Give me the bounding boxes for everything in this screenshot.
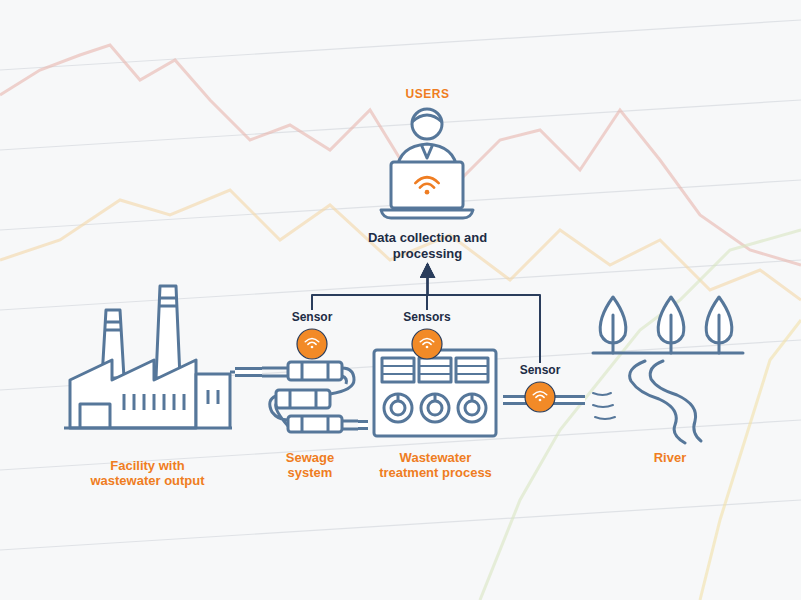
sensor-icon — [295, 327, 329, 361]
sensor-icon — [410, 327, 444, 361]
pipe-connector — [358, 420, 368, 430]
sensor-node: Sensor — [282, 310, 342, 361]
stage-label: Facility with wastewater output — [80, 458, 215, 488]
chart-line — [700, 320, 801, 600]
grid-line — [0, 500, 801, 550]
wifi-dot — [425, 190, 430, 195]
wifi-dot — [539, 399, 542, 402]
sensor-disc — [525, 382, 555, 412]
wifi-dot — [426, 346, 429, 349]
grid-line — [0, 260, 801, 310]
sensor-node: Sensors — [397, 310, 457, 361]
stage-label: Wastewater treatment process — [373, 450, 498, 480]
sensor-icon — [523, 380, 557, 414]
pipe-bore — [235, 370, 262, 374]
treatment-icon — [368, 345, 503, 440]
treatment-unit: Wastewater treatment process — [368, 345, 503, 480]
wifi-symbol — [305, 338, 319, 344]
grid-line — [0, 100, 801, 150]
sensor-label: Sensor — [520, 363, 561, 377]
chart-line — [480, 230, 801, 600]
pipe-connector — [235, 367, 262, 377]
chart-line — [0, 45, 801, 265]
wifi-symbol — [415, 177, 438, 187]
grid-lines — [0, 20, 801, 550]
stage-label: Sewage system — [279, 450, 341, 480]
station-caption: Data collection and processing — [365, 230, 490, 262]
role-heading: USERS — [406, 86, 450, 102]
data-link — [312, 264, 428, 310]
grid-line — [0, 20, 801, 70]
river-scene: River — [585, 285, 755, 465]
stage-label: River — [654, 450, 687, 465]
sensor-disc — [297, 329, 327, 359]
pipe-bore — [358, 423, 368, 427]
facility-icon — [60, 278, 235, 438]
sensor-label: Sensors — [403, 310, 450, 324]
wifi-symbol — [420, 338, 434, 344]
wifi-dot — [311, 346, 314, 349]
sensor-disc — [412, 329, 442, 359]
sensor-label: Sensor — [292, 310, 333, 324]
users-icon — [355, 102, 500, 226]
river-icon — [585, 285, 755, 445]
sensor-node: Sensor — [510, 363, 570, 414]
users-station: USERS Data collection and processing — [355, 86, 500, 262]
facility-icon: Facility with wastewater output — [60, 278, 235, 488]
wifi-symbol — [533, 391, 547, 397]
